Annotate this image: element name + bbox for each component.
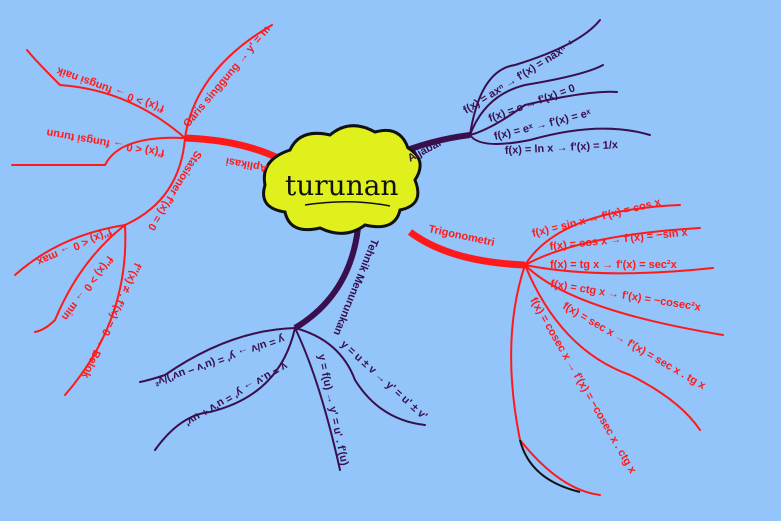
- fungsi-turun-label: f'(x) < 0 → fungsi turun: [45, 126, 165, 159]
- garis-singgung-label: Garis singgung → y' = m: [181, 23, 273, 130]
- aplikasi-label: Aplikasi: [225, 155, 269, 174]
- branch-tehnik: [293, 227, 361, 331]
- center-title: turunan: [285, 169, 398, 202]
- fungsi-naik-label: f'(x) > 0 → fungsi naik: [54, 64, 166, 114]
- aljabar-lines: [469, 19, 651, 145]
- aplikasi-lines: [11, 24, 273, 396]
- trigonometri-lines: [510, 204, 724, 496]
- aljabar-item: f(x) = ln x → f'(x) = 1/x: [505, 139, 620, 157]
- stasioner-label: Stasioner f'(x) = 0: [145, 148, 204, 232]
- tehnik-item: y = f(u) → y' = u' . f'(u): [315, 353, 350, 467]
- branch-aplikasi: [184, 134, 280, 162]
- tehnik-lines: [139, 327, 426, 471]
- trigonometri-item: f(x) = tg x → f'(x) = sec²x: [550, 259, 678, 271]
- branch-trigonometri: [407, 229, 526, 269]
- aljabar-label: Aljabar: [406, 136, 445, 164]
- center-cloud: turunan: [262, 124, 422, 235]
